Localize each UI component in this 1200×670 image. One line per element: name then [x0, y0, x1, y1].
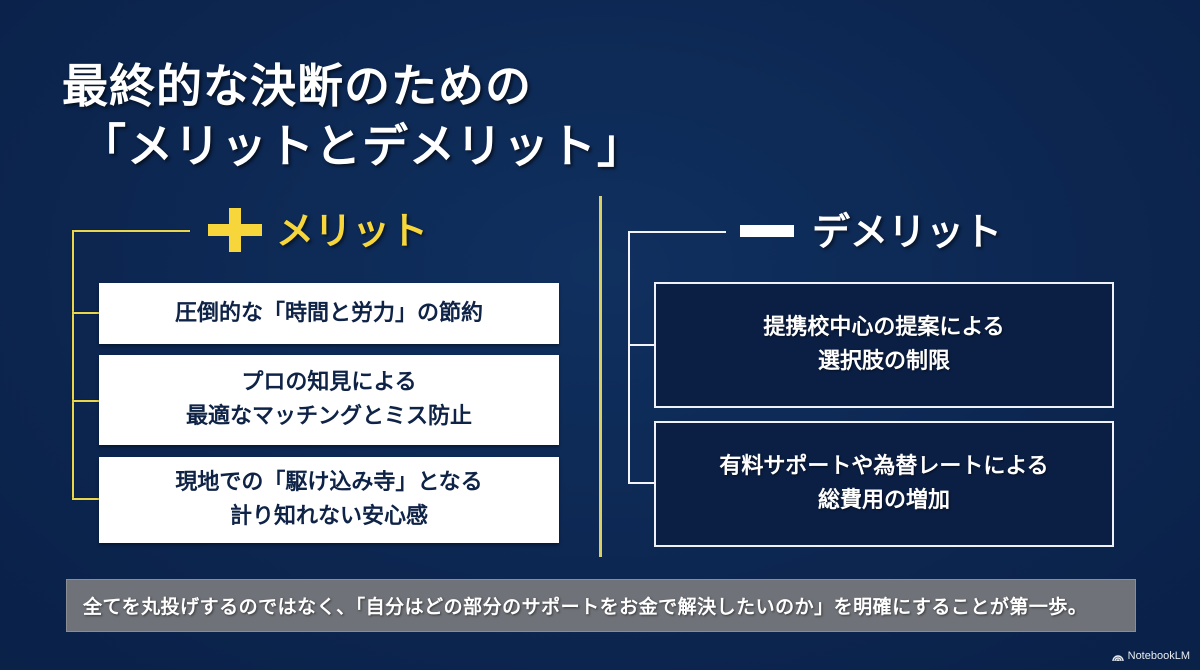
merit-item-1: 圧倒的な「時間と労力」の節約	[99, 283, 559, 344]
minus-icon	[740, 209, 794, 253]
merit-connector-branch-1	[72, 312, 100, 314]
brand-label: NotebookLM	[1127, 650, 1190, 662]
merit-item-text: 圧倒的な「時間と労力」の節約	[174, 300, 483, 326]
demerit-connector-vertical	[628, 231, 630, 483]
plus-icon	[208, 207, 262, 252]
center-divider	[599, 196, 602, 557]
slide-title: 最終的な決断のための 「メリットとデメリット」	[62, 56, 644, 176]
demerit-heading-label: デメリット	[812, 210, 1003, 254]
footer-caption: 全てを丸投げするのではなく、「自分はどの部分のサポートをお金で解決したいのか」を…	[66, 579, 1136, 632]
demerit-heading: デメリット	[740, 207, 1002, 257]
merit-item-3: 現地での「駆け込み寺」となる 計り知れない安心感	[99, 457, 559, 543]
merit-connector-vertical	[72, 230, 74, 500]
merit-item-2: プロの知見による 最適なマッチングとミス防止	[99, 355, 559, 445]
demerit-connector-top	[628, 231, 726, 233]
merit-connector-top	[72, 230, 190, 232]
demerit-item-2: 有料サポートや為替レートによる 総費用の増加	[654, 421, 1114, 547]
demerit-item-1: 提携校中心の提案による 選択肢の制限	[654, 282, 1114, 408]
merit-item-text: プロの知見による 最適なマッチングとミス防止	[185, 370, 472, 429]
demerit-connector-branch-2	[628, 482, 655, 484]
merit-item-text: 現地での「駆け込み寺」となる 計り知れない安心感	[175, 470, 483, 529]
demerit-item-text: 提携校中心の提案による 選択肢の制限	[763, 315, 1005, 374]
merit-heading: メリット	[208, 206, 428, 256]
title-line-1: 最終的な決断のための	[62, 59, 532, 113]
footer-text: 全てを丸投げするのではなく、「自分はどの部分のサポートをお金で解決したいのか」を…	[83, 596, 1088, 618]
demerit-item-text: 有料サポートや為替レートによる 総費用の増加	[719, 454, 1049, 513]
merit-connector-branch-3	[72, 498, 100, 500]
brand-watermark: NotebookLM	[1111, 650, 1190, 662]
notebooklm-icon	[1111, 652, 1124, 661]
merit-connector-branch-2	[72, 400, 100, 402]
demerit-connector-branch-1	[628, 344, 655, 346]
merit-heading-label: メリット	[276, 209, 429, 253]
title-line-2: 「メリットとデメリット」	[80, 119, 644, 173]
